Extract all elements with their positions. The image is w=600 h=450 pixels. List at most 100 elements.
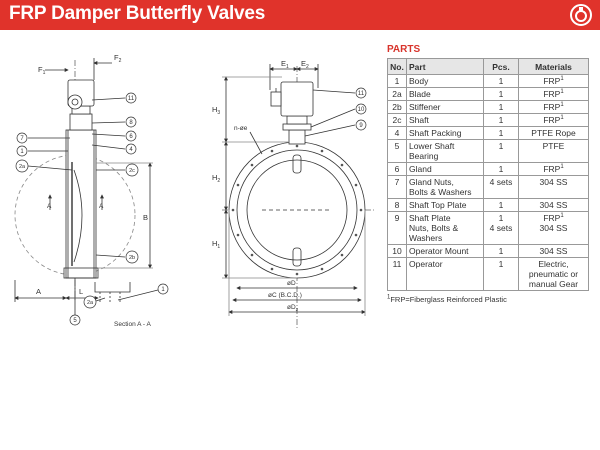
- part-material-line: PTFE Rope: [531, 128, 576, 138]
- part-pcs-line: 4 sets: [489, 177, 513, 187]
- part-pcs: 1: [483, 87, 519, 101]
- part-pcs-line: 4 sets: [489, 223, 513, 233]
- svg-text:9: 9: [359, 123, 363, 129]
- part-material-line: FRP1: [543, 89, 564, 99]
- part-material: FRP1: [518, 162, 589, 176]
- section-callout-1: 1: [157, 283, 169, 295]
- side-view-callouts: 11 8 6 4 7 1 2a 2c 2b 5 2a 1: [15, 92, 169, 326]
- part-material-line: 304 SS: [539, 246, 568, 256]
- part-pcs: 1: [483, 113, 519, 127]
- svg-text:1: 1: [20, 149, 24, 155]
- part-name: Blade: [406, 87, 484, 101]
- part-name-line: Shaft: [409, 115, 429, 125]
- part-pcs-line: 1: [498, 200, 504, 210]
- part-name-line: Operator Mount: [409, 246, 469, 256]
- callout-1: 1: [16, 145, 28, 157]
- part-name: Operator: [406, 257, 484, 291]
- col-header-part: Part: [406, 58, 484, 75]
- col-header-materials: Materials: [518, 58, 589, 75]
- svg-text:4: 4: [129, 147, 133, 153]
- part-number: 7: [387, 175, 407, 199]
- dim-h3: H3: [212, 105, 220, 116]
- part-material: FRP1: [518, 100, 589, 114]
- dim-e2: E2: [301, 59, 309, 70]
- callout-11: 11: [125, 92, 137, 104]
- part-material-line: pneumatic or: [528, 269, 579, 279]
- part-material-line: 304 SS: [539, 177, 568, 187]
- section-label: Section A - A: [114, 321, 152, 328]
- part-name-line: Lower Shaft: [409, 141, 455, 151]
- callout-4: 4: [125, 143, 137, 155]
- svg-text:11: 11: [128, 96, 135, 102]
- dim-e1: E1: [281, 59, 289, 70]
- svg-text:1: 1: [161, 287, 165, 293]
- part-name: Shaft Top Plate: [406, 198, 484, 212]
- part-pcs-line: 1: [498, 213, 504, 223]
- part-name-line: Bolts & Washers: [409, 187, 472, 197]
- part-name: Gland Nuts,Bolts & Washers: [406, 175, 484, 199]
- part-material-line: FRP1: [543, 213, 564, 223]
- part-name-line: Operator: [409, 259, 443, 269]
- callout-7: 7: [16, 132, 28, 144]
- svg-text:2a: 2a: [87, 300, 94, 306]
- part-pcs-line: 1: [498, 102, 504, 112]
- part-number: 1: [387, 74, 407, 88]
- part-material: 304 SS: [518, 198, 589, 212]
- front-view: [222, 64, 375, 330]
- svg-text:6: 6: [129, 134, 133, 140]
- part-material-line: 304 SS: [539, 223, 568, 233]
- part-number: 6: [387, 162, 407, 176]
- part-pcs-line: 1: [498, 141, 504, 151]
- part-pcs: 1: [483, 257, 519, 291]
- part-pcs-line: 1: [498, 128, 504, 138]
- part-number: 2a: [387, 87, 407, 101]
- part-name-line: Gland: [409, 164, 432, 174]
- section-marker-right: A: [99, 203, 104, 210]
- part-material-line: Electric,: [538, 259, 569, 269]
- callout-8: 8: [125, 116, 137, 128]
- part-material-line: PTFE: [542, 141, 565, 151]
- part-name-line: Gland Nuts,: [409, 177, 454, 187]
- footnote-marker: 1: [560, 164, 564, 171]
- part-number: 2c: [387, 113, 407, 127]
- part-pcs: 1: [483, 74, 519, 88]
- side-view-labels: F1 F2 A L B A A Section A - A: [36, 53, 152, 328]
- footnote-marker: 1: [560, 115, 564, 122]
- part-pcs: 1: [483, 126, 519, 140]
- svg-text:2b: 2b: [129, 255, 135, 261]
- part-name-line: Shaft Plate: [409, 213, 451, 223]
- part-material: 304 SS: [518, 244, 589, 258]
- callout-5: 5: [69, 314, 81, 326]
- parts-title: PARTS: [387, 44, 421, 55]
- footnote-marker: 1: [560, 89, 564, 96]
- dim-n-holes: n-øe: [234, 125, 248, 132]
- part-number: 11: [387, 257, 407, 291]
- part-material: FRP1: [518, 74, 589, 88]
- part-name: Operator Mount: [406, 244, 484, 258]
- part-pcs-line: 1: [498, 259, 504, 269]
- dim-d: øD: [287, 280, 296, 287]
- part-material-line: FRP1: [543, 164, 564, 174]
- part-material-line: FRP1: [543, 76, 564, 86]
- side-view: [14, 58, 159, 315]
- part-pcs: 1: [483, 139, 519, 163]
- part-name: Stiffener: [406, 100, 484, 114]
- part-pcs: 1: [483, 244, 519, 258]
- section-marker-left: A: [47, 203, 52, 210]
- part-name-line: Stiffener: [409, 102, 441, 112]
- svg-text:8: 8: [129, 120, 133, 126]
- svg-text:2c: 2c: [129, 168, 135, 174]
- part-pcs-line: 1: [498, 246, 504, 256]
